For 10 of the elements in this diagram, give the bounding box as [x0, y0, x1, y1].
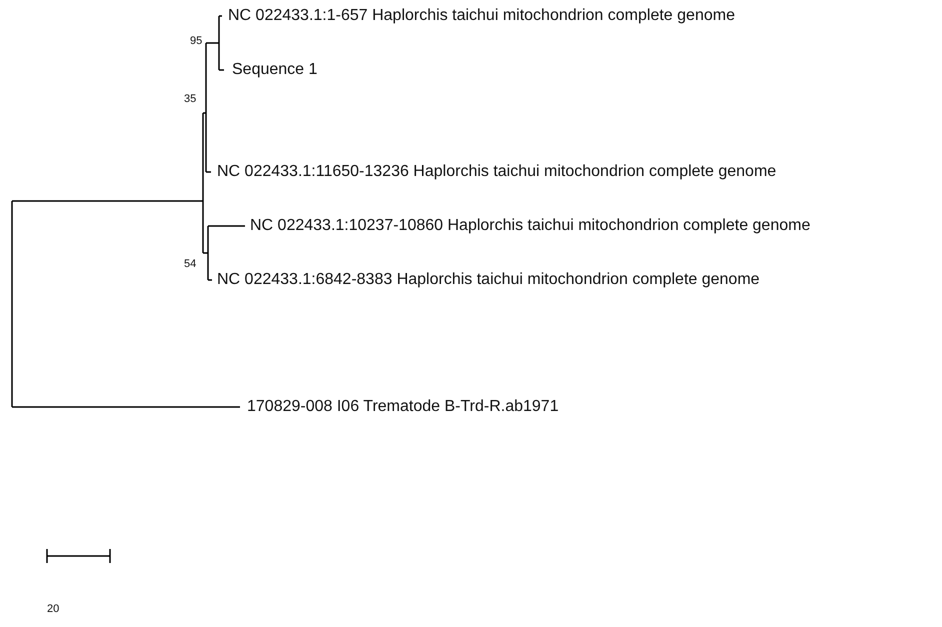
leaf-label: NC 022433.1:6842-8383 Haplorchis taichui mitochondrion complete genome [217, 271, 760, 289]
bootstrap-value: 95 [190, 34, 202, 48]
scale-label: 20 [47, 602, 60, 616]
leaf-label: NC 022433.1:1-657 Haplorchis taichui mitochondrion complete genome [228, 7, 735, 25]
leaf-label: NC 022433.1:10237-10860 Haplorchis taichui mitochondrion complete genome [250, 217, 810, 235]
bootstrap-value: 35 [184, 92, 196, 106]
leaf-label: NC 022433.1:11650-13236 Haplorchis taichui mitochondrion complete genome [217, 163, 776, 181]
leaf-label: Sequence 1 [232, 61, 318, 79]
leaf-label: 170829-008 I06 Trematode B-Trd-R.ab1971 [247, 398, 559, 416]
bootstrap-value: 54 [184, 258, 196, 270]
